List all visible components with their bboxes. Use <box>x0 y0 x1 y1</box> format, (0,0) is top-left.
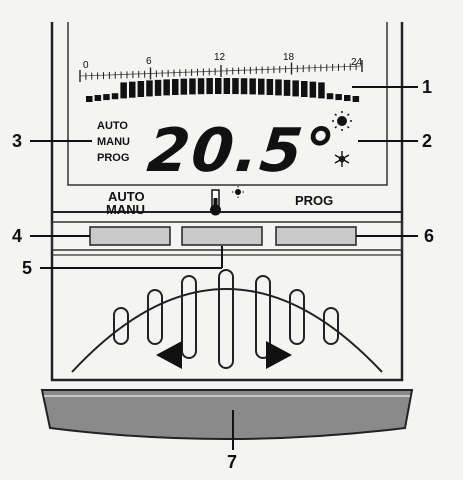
program-segment-active <box>189 78 196 95</box>
program-segment-active <box>318 82 325 99</box>
program-segment-active <box>137 81 145 98</box>
callout-1: 1 <box>422 77 433 97</box>
callout-6: 6 <box>424 226 435 246</box>
program-segment-active <box>240 78 248 95</box>
bottom-bar[interactable] <box>40 389 414 440</box>
tick-label-12: 12 <box>214 52 226 63</box>
program-segment-active <box>146 80 153 97</box>
program-segment-active <box>223 78 231 95</box>
program-segment-active <box>258 78 265 95</box>
tick-label-0: 0 <box>83 60 89 71</box>
small-sun-icon <box>232 186 244 198</box>
display-frame <box>67 22 388 186</box>
program-segment-active <box>249 78 256 95</box>
wheel-slot <box>181 275 197 359</box>
snowflake-icon <box>334 151 350 167</box>
left-arrow-icon[interactable] <box>156 341 182 369</box>
callout-3: 3 <box>12 131 23 151</box>
tick-label-18: 18 <box>283 52 295 63</box>
program-segment <box>103 94 110 101</box>
callout-5: 5 <box>22 258 33 278</box>
wheel-slot <box>218 269 234 369</box>
program-segment-active <box>197 78 205 95</box>
wheel-slot <box>255 275 271 359</box>
program-segment-active <box>172 79 179 96</box>
program-segment-active <box>180 78 188 95</box>
mode-label-auto: AUTO <box>97 120 128 132</box>
auto-manu-button[interactable] <box>89 226 171 246</box>
program-segment <box>344 95 351 102</box>
program-segment-active <box>301 81 308 98</box>
program-segment-active <box>163 79 170 96</box>
program-segment <box>111 93 119 100</box>
right-arrow-icon[interactable] <box>266 341 292 369</box>
program-segment-active <box>275 79 282 96</box>
timeline-segments <box>86 78 360 102</box>
auto-label: AUTO <box>108 189 145 204</box>
mode-label-prog: PROG <box>97 152 130 164</box>
manu-label: MANU <box>106 202 145 217</box>
program-segment-active <box>120 82 127 99</box>
program-segment-active <box>232 78 239 95</box>
prog-button[interactable] <box>275 226 357 246</box>
wheel-slot <box>323 307 339 345</box>
program-segment <box>86 96 93 102</box>
device-body <box>50 22 404 382</box>
callout-7: 7 <box>227 452 238 472</box>
callout-leaders <box>30 86 418 450</box>
program-segment <box>335 94 342 101</box>
program-segment-active <box>283 79 291 96</box>
program-segment <box>94 95 102 102</box>
moon-icon <box>338 134 345 148</box>
wheel-arc <box>71 288 383 373</box>
thermo-button[interactable] <box>181 226 263 246</box>
program-segment-active <box>266 79 274 96</box>
program-segment-active <box>206 78 213 95</box>
timeline-ticks <box>79 60 363 82</box>
program-segment-active <box>309 81 317 98</box>
thermometer-icon <box>210 189 221 216</box>
program-segment-active <box>129 81 136 98</box>
callout-4: 4 <box>12 226 23 246</box>
wheel-slot <box>113 307 129 345</box>
temperature-readout: 20.5° <box>144 116 340 186</box>
sun-icon <box>332 111 352 131</box>
wheel-slot <box>147 289 163 345</box>
wheel-slot <box>289 289 305 345</box>
callout-2: 2 <box>422 131 433 151</box>
mode-label-manu: MANU <box>97 136 130 148</box>
program-segment-active <box>215 78 222 95</box>
program-segment-active <box>292 80 299 97</box>
small-moon-icon <box>235 200 240 210</box>
tick-label-24: 24 <box>351 57 363 68</box>
prog-label: PROG <box>295 193 334 208</box>
program-segment-active <box>154 79 162 96</box>
tick-label-6: 6 <box>146 56 152 67</box>
program-segment <box>326 93 334 100</box>
program-segment <box>352 96 360 102</box>
